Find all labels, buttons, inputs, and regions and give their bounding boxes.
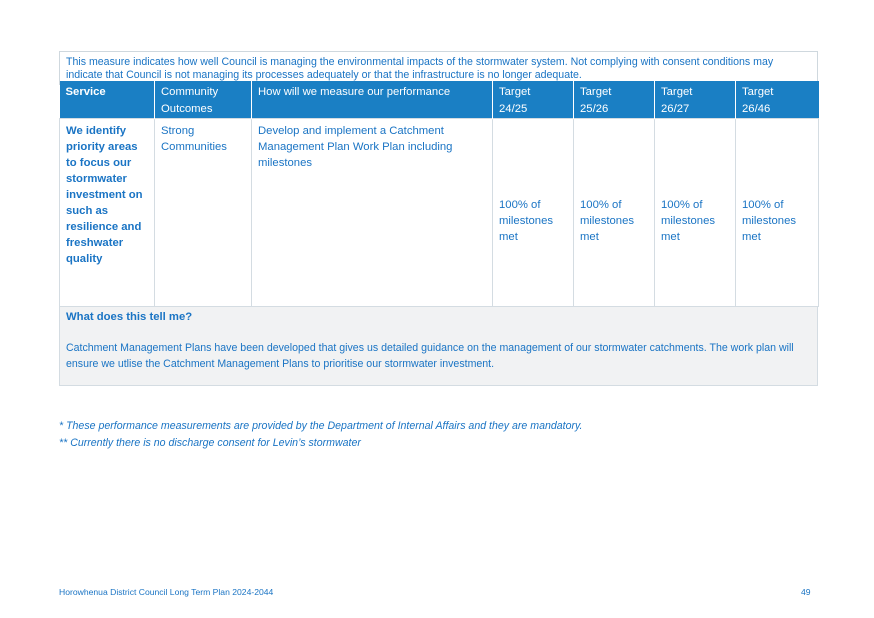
summary-box: What does this tell me? Catchment Manage…: [59, 307, 818, 386]
summary-heading: What does this tell me?: [66, 311, 193, 323]
target-cell-25-26: 100% of milestones met: [573, 118, 655, 307]
target-cell-24-25: 100% of milestones met: [492, 118, 574, 307]
header-measure: How will we measure our performance: [251, 81, 493, 119]
table-row: We identify priority areas to focus our …: [59, 118, 819, 307]
footnote-discharge-consent: ** Currently there is no discharge conse…: [59, 437, 361, 449]
target-cell-26-27: 100% of milestones met: [654, 118, 736, 307]
page-number: 49: [801, 587, 811, 597]
footnotes: * These performance measurements are pro…: [59, 418, 582, 452]
header-service: Service: [59, 81, 155, 119]
footer-title: Horowhenua District Council Long Term Pl…: [59, 587, 274, 597]
measure-intro: This measure indicates how well Council …: [59, 51, 818, 85]
service-cell: We identify priority areas to focus our …: [59, 118, 155, 307]
outcome-cell: Strong Communities: [154, 118, 252, 307]
measure-cell: Develop and implement a Catchment Manage…: [251, 118, 493, 307]
summary-text: Catchment Management Plans have been dev…: [66, 342, 794, 370]
target-cell-26-46: 100% of milestones met: [735, 118, 819, 307]
footnote-mandatory: * These performance measurements are pro…: [59, 420, 583, 432]
